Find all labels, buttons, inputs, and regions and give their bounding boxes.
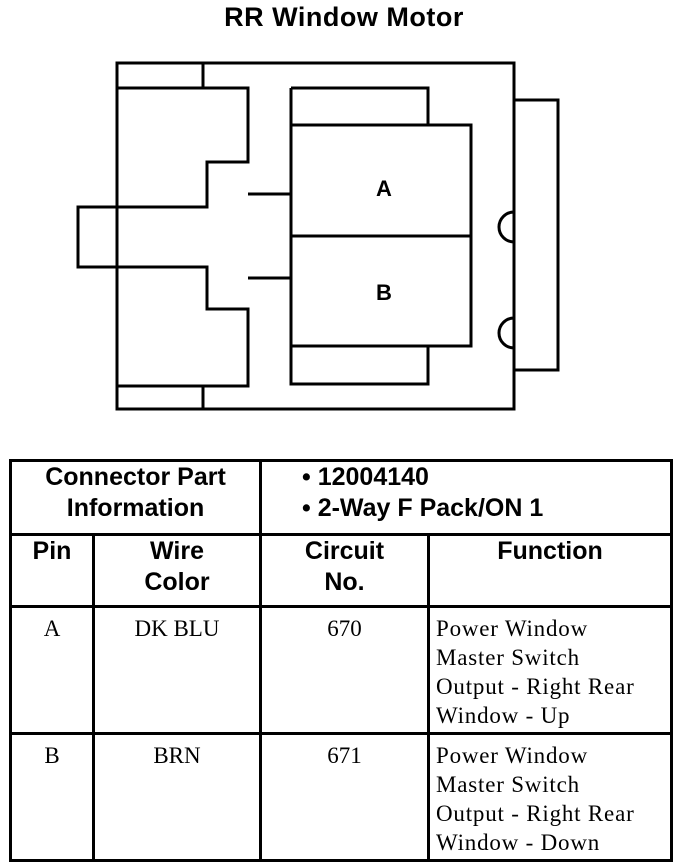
connector-type: • 2-Way F Pack/ON 1 — [302, 494, 544, 522]
connector-diagram: A B — [76, 61, 560, 411]
table-row: A DK BLU 670 Power Window Master Switch … — [9, 605, 673, 735]
header-circuit-line-2: No. — [324, 568, 365, 596]
part-info-values: • 12004140 • 2-Way F Pack/ON 1 — [259, 459, 673, 536]
function-line: Output - Right Rear — [436, 674, 635, 699]
latch-bump-top — [497, 210, 515, 244]
function-line: Power Window — [436, 616, 588, 641]
function-line: Window - Down — [436, 830, 601, 855]
pin-cell: A — [9, 605, 95, 735]
table-row: B BRN 671 Power Window Master Switch Out… — [9, 732, 673, 862]
header-function-label: Function — [497, 537, 603, 565]
pin-cell: B — [9, 732, 95, 862]
connector-housing — [115, 61, 516, 411]
header-wire-color: Wire Color — [92, 533, 262, 608]
part-info-row: Connector Part Information • 12004140 • … — [9, 459, 673, 536]
connector-plug — [76, 86, 250, 388]
part-number: • 12004140 — [302, 463, 429, 491]
connector-stem — [248, 192, 291, 280]
cavity-b-label: B — [376, 280, 392, 305]
function-line: Window - Up — [436, 703, 571, 728]
header-wire-color-line-2: Color — [144, 568, 210, 596]
function-line: Master Switch — [436, 645, 580, 670]
header-circuit: Circuit No. — [259, 533, 430, 608]
function-line: Master Switch — [436, 772, 580, 797]
header-row: Pin Wire Color Circuit No. Function — [9, 533, 673, 608]
function-line: Power Window — [436, 743, 588, 768]
cavity-b — [289, 234, 473, 348]
part-info-label: Connector Part Information — [9, 459, 262, 536]
function-cell: Power Window Master Switch Output - Righ… — [427, 605, 673, 735]
part-info-label-line-1: Connector Part — [45, 463, 226, 491]
latch-bump-bottom — [497, 316, 515, 350]
wire-color-cell: BRN — [92, 732, 262, 862]
circuit-cell: 670 — [259, 605, 430, 735]
part-info-label-line-2: Information — [66, 494, 205, 522]
header-circuit-line-1: Circuit — [304, 537, 385, 565]
circuit-cell: 671 — [259, 732, 430, 862]
diagram-title: RR Window Motor — [224, 2, 464, 32]
connector-latch — [514, 98, 560, 372]
function-cell: Power Window Master Switch Output - Righ… — [427, 732, 673, 862]
header-pin-label: Pin — [32, 537, 72, 565]
cavity-a-label: A — [376, 176, 392, 201]
header-function: Function — [427, 533, 673, 608]
connector-table: Connector Part Information • 12004140 • … — [9, 459, 673, 862]
header-wire-color-line-1: Wire — [150, 537, 204, 565]
function-line: Output - Right Rear — [436, 801, 635, 826]
header-pin: Pin — [9, 533, 95, 608]
wire-color-cell: DK BLU — [92, 605, 262, 735]
